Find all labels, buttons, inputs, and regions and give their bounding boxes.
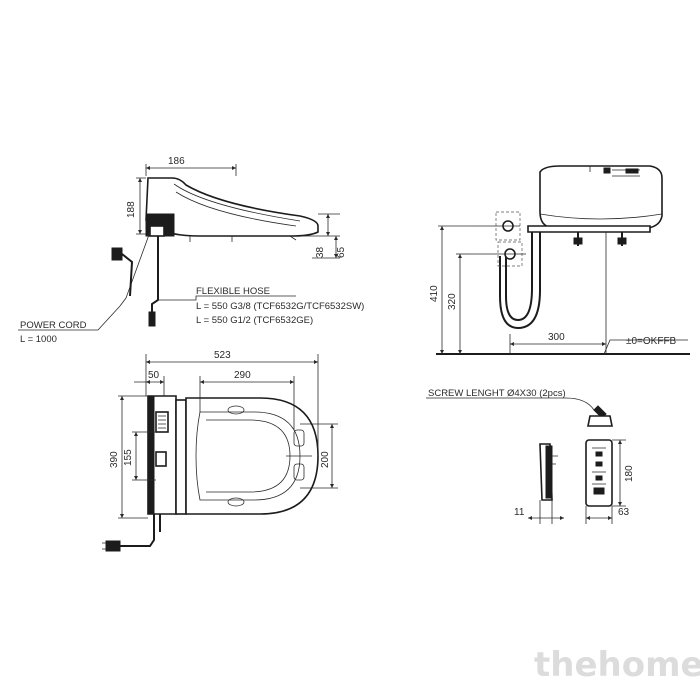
hose-cord-notes: FLEXIBLE HOSE L = 550 G3/8 (TCF6532G/TCF…	[18, 286, 364, 345]
dim-65: 65	[336, 246, 347, 258]
dim-50: 50	[148, 370, 160, 381]
dim-180: 180	[624, 465, 635, 482]
dim-38: 38	[315, 246, 326, 258]
top-lid-inner	[195, 411, 301, 501]
watermark: thehome	[534, 645, 700, 685]
remote-view: SCREW LENGHT Ø4X30 (2pcs) 11 180 63	[426, 388, 635, 524]
top-cord	[120, 514, 155, 547]
wall-hose	[505, 232, 533, 322]
power-cord-title: POWER CORD	[20, 320, 87, 331]
dim-200: 200	[320, 451, 331, 468]
power-cord-length: L = 1000	[20, 334, 57, 345]
top-view: 523 50 290 390 155 200	[102, 350, 338, 552]
side-hose	[151, 236, 159, 312]
flexible-hose-title: FLEXIBLE HOSE	[196, 286, 270, 297]
dim-523: 523	[214, 350, 231, 361]
dim-300: 300	[548, 332, 565, 343]
top-seat-outline	[185, 397, 319, 515]
dim-320: 320	[447, 293, 458, 310]
remote-front	[585, 439, 613, 507]
side-view: 186 188 38 65	[111, 156, 347, 327]
dim-11: 11	[514, 507, 525, 518]
dim-186: 186	[168, 156, 185, 167]
side-cord	[119, 231, 151, 307]
dim-290: 290	[234, 370, 251, 381]
wall-view: ±0=OKFFB 410 320 300	[429, 165, 690, 355]
flexible-hose-line1: L = 550 G3/8 (TCF6532G/TCF6532SW)	[196, 301, 364, 312]
floor-label: ±0=OKFFB	[626, 336, 677, 347]
dim-410: 410	[429, 285, 440, 302]
flexible-hose-line2: L = 550 G1/2 (TCF6532GE)	[196, 315, 313, 326]
dim-155: 155	[123, 449, 134, 466]
dim-390: 390	[109, 451, 120, 468]
side-plug	[111, 247, 123, 261]
screw-length-label: SCREW LENGHT Ø4X30 (2pcs)	[428, 388, 566, 399]
dim-63: 63	[618, 507, 630, 518]
dim-188: 188	[126, 201, 137, 218]
